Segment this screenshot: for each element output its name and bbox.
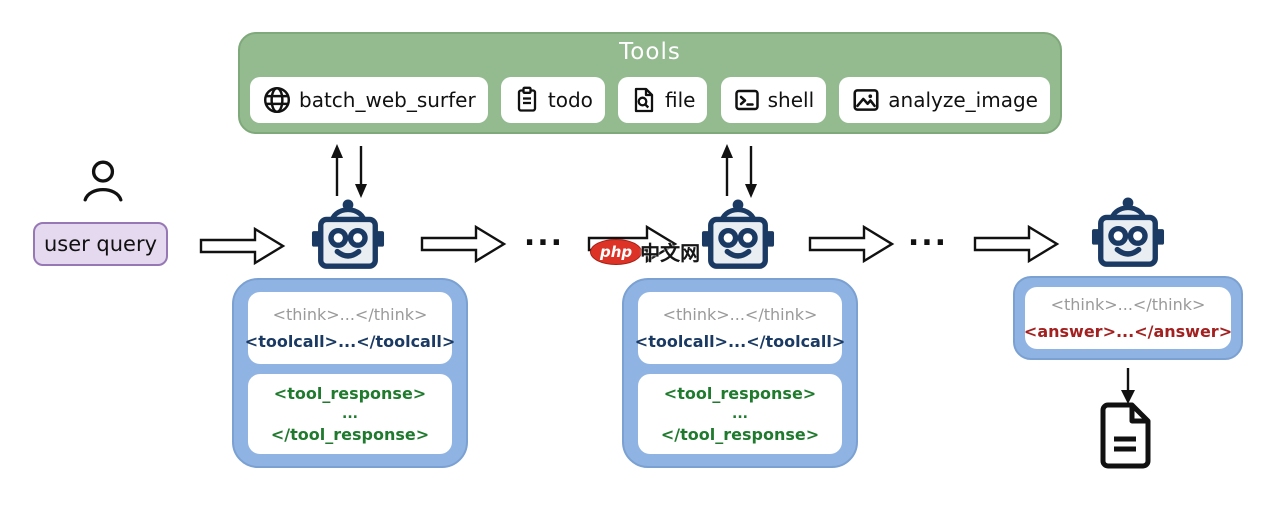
globe-icon	[262, 85, 292, 115]
answer-tag: <answer>...</answer>	[1023, 322, 1233, 341]
tool-response-close-tag: </tool_response>	[660, 425, 820, 444]
agent-robot-icon-2	[701, 198, 775, 276]
watermark: php 中文网	[590, 237, 700, 266]
tool-response-box-2: <tool_response> ... </tool_response>	[638, 374, 842, 454]
result-document-icon	[1098, 402, 1154, 474]
toolcall-tag: <toolcall>...</toolcall>	[634, 332, 846, 351]
tool-up-down-arrows-1	[323, 142, 375, 204]
agent-step-box-1: <think>...</think> <toolcall>...</toolca…	[232, 278, 468, 468]
tool-chip-label: shell	[767, 88, 815, 112]
think-toolcall-box-1: <think>...</think> <toolcall>...</toolca…	[244, 292, 456, 364]
think-answer-box: <think>...</think> <answer>...</answer>	[1023, 287, 1233, 349]
tools-panel: Tools batch_web_surfer	[238, 32, 1062, 134]
final-answer-box: <think>...</think> <answer>...</answer>	[1013, 276, 1243, 360]
user-query-box: user query	[33, 222, 168, 266]
tool-response-open-tag: <tool_response>	[273, 384, 427, 403]
tool-chip-label: analyze_image	[888, 88, 1038, 112]
agent-step-box-2: <think>...</think> <toolcall>...</toolca…	[622, 278, 858, 468]
watermark-text: 中文网	[640, 241, 701, 265]
flow-arrow-2	[420, 224, 508, 268]
clipboard-icon	[513, 86, 541, 114]
agent-robot-icon-3	[1091, 196, 1165, 274]
think-tag: <think>...</think>	[662, 305, 818, 324]
think-tag: <think>...</think>	[1050, 295, 1206, 314]
tool-up-down-arrows-2	[713, 142, 765, 204]
tool-chip-label: todo	[547, 88, 593, 112]
tool-chip-label: batch_web_surfer	[299, 88, 476, 112]
tools-panel-title: Tools	[619, 39, 681, 65]
tool-response-box-1: <tool_response> ... </tool_response>	[248, 374, 452, 454]
tool-response-close-tag: </tool_response>	[270, 425, 430, 444]
output-down-arrow	[1116, 366, 1140, 410]
ellipsis-1: ...	[523, 218, 565, 253]
flow-arrow-4	[808, 224, 896, 268]
flow-arrow-1	[199, 226, 287, 270]
tool-response-ellipsis: ...	[342, 406, 358, 422]
tools-row: batch_web_surfer todo	[250, 76, 1050, 124]
watermark-php-badge: php	[590, 238, 643, 265]
tool-chip-analyze-image: analyze_image	[839, 77, 1050, 123]
think-toolcall-box-2: <think>...</think> <toolcall>...</toolca…	[634, 292, 846, 364]
agent-robot-icon-1	[311, 198, 385, 276]
tool-chip-label: file	[665, 88, 696, 112]
ellipsis-2: ...	[907, 218, 949, 253]
tool-chip-batch-web-surfer: batch_web_surfer	[250, 77, 488, 123]
tool-chip-shell: shell	[720, 77, 827, 123]
terminal-icon	[733, 86, 761, 114]
file-search-icon	[630, 86, 658, 114]
tool-chip-file: file	[618, 77, 708, 123]
flow-arrow-5	[973, 224, 1061, 268]
image-icon	[851, 85, 881, 115]
tool-response-ellipsis: ...	[732, 406, 748, 422]
toolcall-tag: <toolcall>...</toolcall>	[244, 332, 456, 351]
tool-response-open-tag: <tool_response>	[663, 384, 817, 403]
think-tag: <think>...</think>	[272, 305, 428, 324]
user-icon	[80, 158, 126, 208]
tool-chip-todo: todo	[500, 77, 605, 123]
